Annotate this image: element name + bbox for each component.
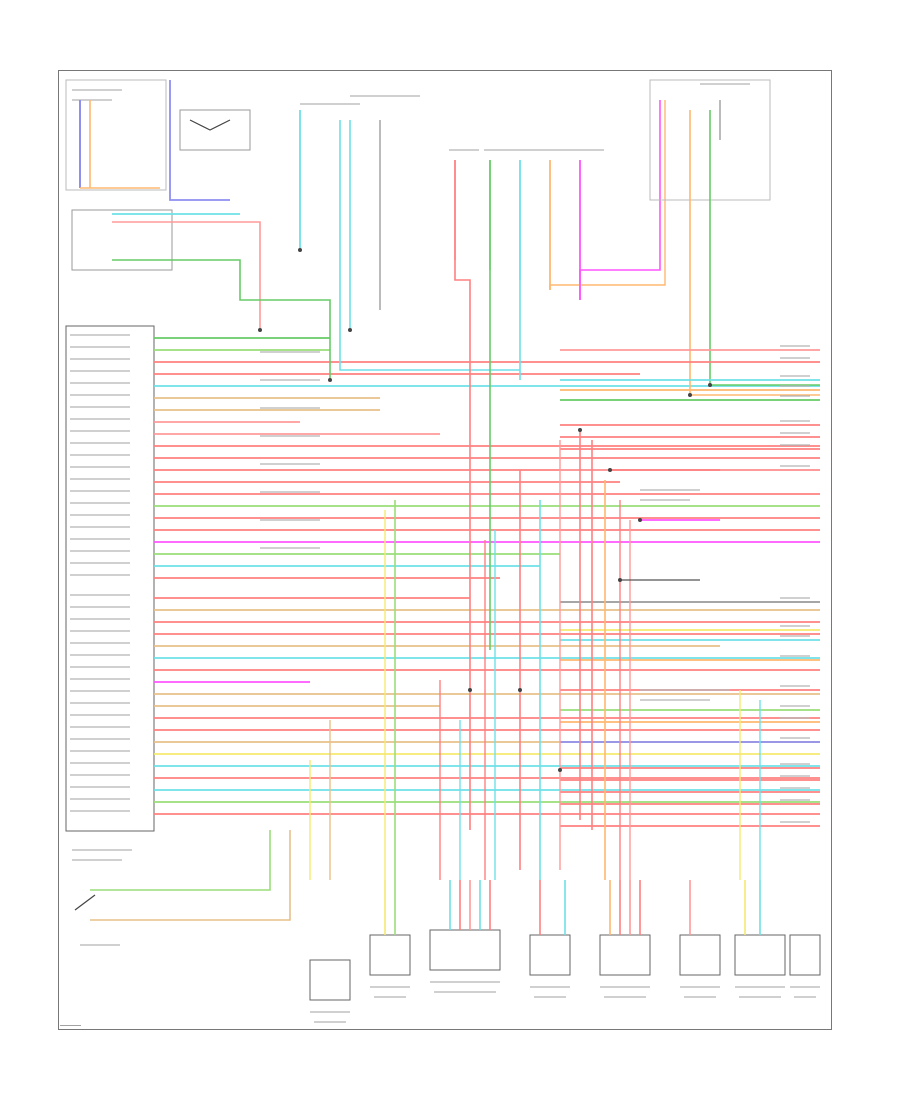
bottom-left-switch-contact xyxy=(74,894,96,911)
switch-contact xyxy=(189,119,231,131)
bottom-component-5 xyxy=(599,934,651,976)
pcm-connector-block xyxy=(65,325,155,832)
switch-wire-blue xyxy=(169,80,230,201)
bottom-left-wire-tan xyxy=(90,830,291,921)
splice-3 xyxy=(348,328,352,332)
bottom-component-7 xyxy=(734,934,786,976)
sensor-wire-green xyxy=(112,259,331,380)
relay-orange-run xyxy=(549,100,666,290)
splice-1 xyxy=(258,328,262,332)
top-left-component xyxy=(65,79,167,191)
diagram-frame xyxy=(58,70,832,1030)
splice-5 xyxy=(688,393,692,397)
splice-7 xyxy=(468,688,472,692)
sensor-box-left xyxy=(71,209,173,271)
top-center-wire-3 xyxy=(339,120,520,371)
splice-12 xyxy=(618,578,622,582)
relay-magenta-run xyxy=(579,100,661,300)
bottom-component-4 xyxy=(529,934,571,976)
splice-9 xyxy=(578,428,582,432)
splice-13 xyxy=(558,768,562,772)
splice-8 xyxy=(518,688,522,692)
corner-label: ——— xyxy=(60,1022,81,1029)
splice-4 xyxy=(328,378,332,382)
bottom-component-8 xyxy=(789,934,821,976)
splice-6 xyxy=(708,383,712,387)
splice-2 xyxy=(298,248,302,252)
top-right-wire-green xyxy=(709,110,820,386)
relay-red-run xyxy=(454,260,471,830)
bottom-component-6 xyxy=(679,934,721,976)
bottom-component-2 xyxy=(369,934,411,976)
switch-box xyxy=(179,109,251,151)
sensor-wire-pink xyxy=(112,221,261,330)
splice-11 xyxy=(638,518,642,522)
bottom-left-wire-green xyxy=(90,830,271,891)
splice-10 xyxy=(608,468,612,472)
bottom-component-3 xyxy=(429,929,501,971)
bottom-component-1 xyxy=(309,959,351,1001)
